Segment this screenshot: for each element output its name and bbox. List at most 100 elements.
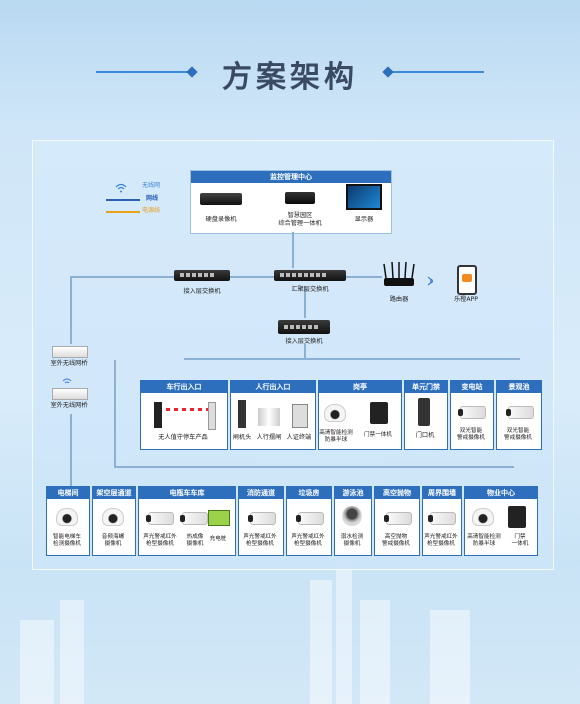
- bullet-camera: [458, 406, 486, 419]
- parking-barrier-device: [166, 408, 214, 411]
- platform-device: [285, 192, 315, 204]
- bridge-1-label: 室外无线网桥: [50, 360, 88, 367]
- bridge-device: [52, 388, 88, 400]
- zone-title: 物业中心: [465, 487, 537, 499]
- router-label: 路由器: [389, 296, 409, 303]
- legend-power: 电源线: [142, 207, 161, 214]
- bullet-camera: [428, 512, 456, 525]
- device-label: 音频海螺 摄像机: [101, 534, 125, 547]
- zone-title: 架空层通道: [93, 487, 135, 499]
- zone-title: 单元门禁: [405, 381, 447, 393]
- device-label: 人证终端: [286, 434, 312, 441]
- device-label: 溺水检测 摄像机: [340, 534, 364, 547]
- phone-app-icon: [457, 265, 477, 295]
- ptz-camera: [342, 506, 362, 526]
- connector-line: [114, 466, 514, 468]
- dome-camera: [324, 404, 346, 422]
- connector-line: [114, 360, 116, 466]
- access-switch-top: [174, 270, 230, 281]
- bullet-camera: [296, 512, 324, 525]
- device-label: 双光智能 警戒摄像机: [504, 428, 532, 441]
- building-decoration: [20, 620, 54, 704]
- device-label: 无人值守停车产品: [158, 434, 208, 441]
- thermal-camera: [180, 512, 208, 525]
- wifi-icon: [115, 178, 127, 193]
- building-decoration: [310, 580, 332, 704]
- legend-network: 网线: [146, 195, 159, 202]
- nvr-label: 硬盘录像机: [205, 216, 237, 223]
- zone-overhead-passage: 架空层通道: [92, 486, 136, 556]
- zone-title: 变电站: [451, 381, 493, 393]
- display-label: 显示器: [354, 216, 374, 223]
- zone-title: 周界围墙: [423, 487, 461, 499]
- app-label: 乐橙APP: [453, 296, 479, 303]
- bridge-device: [52, 346, 88, 358]
- id-terminal-device: [292, 404, 308, 428]
- zone-title: 车行出入口: [141, 381, 227, 393]
- dome-camera: [472, 508, 494, 526]
- core-switch-label: 汇聚层交换机: [291, 286, 329, 293]
- router-icon: [382, 261, 416, 288]
- bridge-2-label: 室外无线网桥: [50, 402, 88, 409]
- connector-line: [70, 276, 174, 278]
- zone-title: 岗亭: [319, 381, 401, 393]
- zone-title: 电梯间: [47, 487, 89, 499]
- monitor-center-title: 监控管理中心: [191, 171, 391, 183]
- access-switch-mid: [278, 320, 330, 334]
- bullet-camera: [146, 512, 174, 525]
- bullet-camera: [248, 512, 276, 525]
- bullet-camera: [506, 406, 534, 419]
- dome-camera: [102, 508, 124, 526]
- building-decoration: [336, 560, 352, 704]
- legend-power-line: [106, 211, 140, 213]
- zone-title: 游泳池: [335, 487, 371, 499]
- gate-head-device: [238, 400, 246, 428]
- zone-high-altitude: 高空抛物: [374, 486, 420, 556]
- device-label: 高清智能检测 防暴半球: [467, 534, 501, 547]
- title-line-right: [388, 71, 484, 73]
- platform-label: 智慧园区 综合管理一体机: [278, 212, 322, 227]
- connector-line: [70, 414, 72, 490]
- skyline-decoration: [0, 560, 580, 704]
- turnstile-device: [258, 408, 280, 426]
- dome-camera: [56, 508, 78, 526]
- access-switch-mid-label: 接入层交换机: [285, 338, 323, 345]
- zone-title: 垃圾房: [287, 487, 331, 499]
- core-switch: [274, 270, 346, 281]
- access-terminal-device: [370, 402, 388, 424]
- building-decoration: [360, 600, 390, 704]
- bullet-camera: [384, 512, 412, 525]
- device-label: 门禁一体机: [364, 432, 392, 438]
- wifi-signal-icon: [426, 272, 438, 286]
- device-label: 人行摆闸: [256, 434, 282, 441]
- zone-title: 高空抛物: [375, 487, 419, 499]
- device-label: 高空抛物 警戒摄像机: [382, 534, 410, 547]
- device-label: 声光警戒红外 枪型摄像机: [243, 534, 277, 547]
- display-device: [346, 184, 382, 210]
- parking-post-device: [208, 402, 216, 430]
- device-label: 热成像 摄像机: [186, 534, 204, 547]
- zone-guard-booth: 岗亭: [318, 380, 402, 450]
- device-label: 智能电梯车 检测摄像机: [53, 534, 81, 547]
- parking-gate-device: [154, 402, 162, 428]
- charging-pile-device: [208, 510, 230, 526]
- connector-line: [304, 286, 306, 318]
- door-station-device: [418, 398, 430, 426]
- connector-line: [230, 276, 274, 278]
- connector-line: [304, 344, 306, 358]
- legend-wireless: 无线网: [142, 182, 161, 189]
- device-label: 闸机头: [232, 434, 252, 441]
- access-switch-top-label: 接入层交换机: [183, 288, 221, 295]
- device-label: 声光警戒红外 枪型摄像机: [143, 534, 177, 547]
- zone-title: 消防通道: [239, 487, 283, 499]
- connector-line: [70, 276, 72, 344]
- zone-title: 电瓶车车库: [139, 487, 235, 499]
- zone-garbage-room: 垃圾房: [286, 486, 332, 556]
- device-label: 声光警戒红外 枪型摄像机: [291, 534, 325, 547]
- title-line-left: [96, 71, 192, 73]
- zone-title: 人行出入口: [231, 381, 315, 393]
- access-terminal-device: [508, 506, 526, 528]
- device-label: 双光智能 警戒摄像机: [457, 428, 485, 441]
- wifi-link-icon: [62, 372, 72, 384]
- device-label: 高清智能检测 防暴半球: [319, 430, 353, 443]
